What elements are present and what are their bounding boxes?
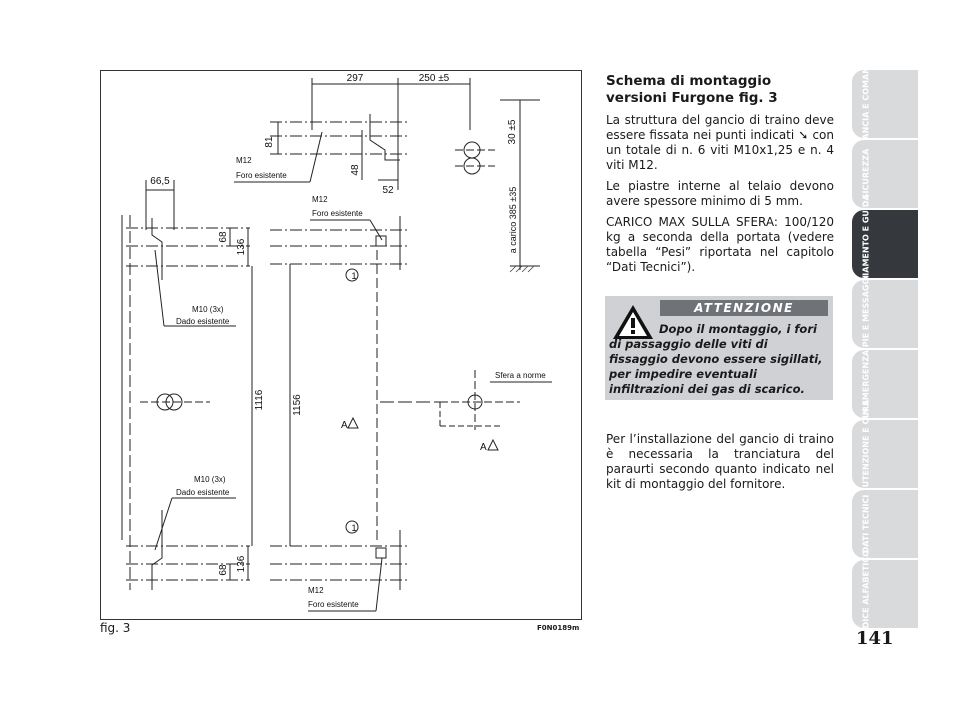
callout-1-bottom: 1 xyxy=(351,523,356,533)
dim-250: 250 ±5 xyxy=(419,73,450,84)
tab-label: INDICE ALFABETICO xyxy=(861,549,871,639)
label-foro-mid: Foro esistente xyxy=(312,209,363,218)
dim-1156: 1156 xyxy=(292,394,303,416)
dim-48: 48 xyxy=(350,164,361,176)
dim-136-bottom: 136 xyxy=(236,555,247,572)
article-heading: Schema di montaggio versioni Furgone fig… xyxy=(606,73,778,106)
label-m10-top: M10 (3x) xyxy=(192,305,224,314)
callout-1-top: 1 xyxy=(351,271,356,281)
dim-68-bottom: 68 xyxy=(218,564,229,576)
dim-136-top: 136 xyxy=(236,238,247,255)
article-body: Schema di montaggio versioni Furgone fig… xyxy=(606,73,834,281)
figure-caption: fig. 3 xyxy=(100,621,131,635)
label-m10-bottom: M10 (3x) xyxy=(194,475,226,484)
warning-title: ATTENZIONE xyxy=(660,300,828,316)
paragraph-2: Le piastre interne al telaio devono aver… xyxy=(606,179,834,208)
label-dado-bottom: Dado esistente xyxy=(176,488,230,497)
paragraph-1: La struttura del gancio di traino deve e… xyxy=(606,113,834,172)
dim-68-top: 68 xyxy=(218,231,229,243)
tab-dati-tecnici[interactable]: DATI TECNICI xyxy=(852,490,918,558)
dim-385: a carico 385 ±35 xyxy=(508,187,518,253)
label-m12-mid: M12 xyxy=(312,195,328,204)
warning-icon xyxy=(613,305,653,339)
label-foro-bottom: Foro esistente xyxy=(308,600,359,609)
paragraph-3: CARICO MAX SULLA SFERA: 100/120 kg a sec… xyxy=(606,215,834,274)
section-a-right: A xyxy=(480,442,487,453)
paragraph-4: Per l’installazione del gancio di traino… xyxy=(606,432,834,491)
dim-66-5: 66,5 xyxy=(150,176,170,187)
tab-label: SICUREZZA xyxy=(861,148,871,200)
tab-spie[interactable]: SPIE E MESSAGGI xyxy=(852,275,918,353)
tab-avviamento[interactable]: AVVIAMENTO E GUIDA xyxy=(852,194,918,294)
tab-sicurezza[interactable]: SICUREZZA xyxy=(852,140,918,208)
tab-manutenzione[interactable]: MANUTENZIONE E CURA xyxy=(852,400,918,508)
tab-plancia[interactable]: PLANCIA E COMANDI xyxy=(852,57,918,151)
tab-label: SPIE E MESSAGGI xyxy=(861,275,871,353)
label-dado-top: Dado esistente xyxy=(176,317,230,326)
label-m12-top: M12 xyxy=(236,156,252,165)
tab-emergenza[interactable]: IN EMERGENZA xyxy=(852,350,918,418)
tab-label: DATI TECNICI xyxy=(861,494,871,554)
label-sfera: Sfera a norme xyxy=(495,371,546,380)
dim-297: 297 xyxy=(347,73,364,84)
page-number: 141 xyxy=(856,628,894,649)
tab-label: PLANCIA E COMANDI xyxy=(861,57,871,151)
section-a-left: A xyxy=(341,420,348,431)
dim-52: 52 xyxy=(382,185,394,196)
tab-indice[interactable]: INDICE ALFABETICO xyxy=(852,550,918,638)
diagram-drawing: 297 250 ±5 30 ±5 81 48 52 66,5 68 136 11… xyxy=(100,70,582,620)
dim-81: 81 xyxy=(264,136,275,148)
label-m12-bottom: M12 xyxy=(308,586,324,595)
figure-code: F0N0189m xyxy=(537,624,580,632)
dim-30: 30 ±5 xyxy=(507,119,518,144)
label-foro-top: Foro esistente xyxy=(236,171,287,180)
mounting-diagram: 297 250 ±5 30 ±5 81 48 52 66,5 68 136 11… xyxy=(100,70,582,620)
warning-box: ATTENZIONE Dopo il montaggio, i fori di … xyxy=(605,296,833,400)
warning-text: Dopo il montaggio, i fori di passaggio d… xyxy=(609,322,823,396)
dim-1116: 1116 xyxy=(254,389,265,410)
